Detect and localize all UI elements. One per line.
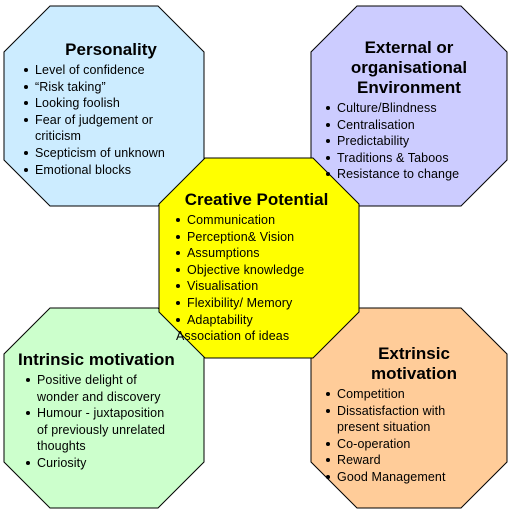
list-item: Scepticism of unknown: [22, 145, 200, 162]
personality-panel: Personality Level of confidence “Risk ta…: [22, 40, 200, 178]
list-item: Co-operation: [324, 436, 504, 453]
list-item: Flexibility/ Memory: [174, 295, 354, 312]
external-panel: External or organisational Environment C…: [324, 38, 494, 183]
intrinsic-list: Positive delight of wonder and discovery…: [24, 372, 202, 472]
list-item: Level of confidence: [22, 62, 200, 79]
extrinsic-panel: Extrinsic motivation Competition Dissati…: [324, 344, 504, 486]
list-item: Emotional blocks: [22, 162, 200, 179]
list-item: Culture/Blindness: [324, 100, 494, 117]
personality-list: Level of confidence “Risk taking” Lookin…: [22, 62, 200, 178]
list-item: Fear of judgement or criticism: [22, 112, 175, 145]
creative-list: Communication Perception& Vision Assumpt…: [174, 212, 354, 345]
list-item: Communication: [174, 212, 354, 229]
list-item: Good Management: [324, 469, 504, 486]
creative-title: Creative Potential: [184, 190, 329, 209]
list-item: Looking foolish: [22, 95, 200, 112]
list-item: Traditions & Taboos: [324, 150, 494, 167]
external-list: Culture/Blindness Centralisation Predict…: [324, 100, 494, 183]
list-item: Resistance to change: [324, 166, 494, 183]
personality-octagon: [3, 5, 205, 207]
extrinsic-title: Extrinsic motivation: [371, 344, 457, 383]
personality-title: Personality: [65, 40, 157, 59]
list-item: Dissatisfaction with present situation: [324, 403, 477, 436]
external-title: External or organisational Environment: [350, 38, 468, 97]
list-item: “Risk taking”: [22, 79, 200, 96]
list-item: Assumptions: [174, 245, 354, 262]
list-item: Objective knowledge: [174, 262, 354, 279]
intrinsic-title: Intrinsic motivation: [18, 350, 175, 369]
list-item: Reward: [324, 452, 504, 469]
list-item: Visualisation: [174, 278, 354, 295]
list-item: Competition: [324, 386, 504, 403]
list-item: Positive delight of wonder and discovery: [24, 372, 162, 405]
list-item: Association of ideas: [176, 329, 290, 344]
extrinsic-list: Competition Dissatisfaction with present…: [324, 386, 504, 486]
list-item: Curiosity: [24, 455, 202, 472]
list-item: Humour - juxtaposition of previously unr…: [24, 405, 177, 455]
list-item: Centralisation: [324, 117, 494, 134]
list-item: Perception& Vision: [174, 229, 354, 246]
list-item: Predictability: [324, 133, 494, 150]
list-item: Adaptability: [174, 312, 354, 329]
extrinsic-octagon: [310, 307, 508, 509]
external-octagon: [310, 5, 508, 207]
creative-panel: Creative Potential Communication Percept…: [174, 190, 354, 345]
intrinsic-panel: Intrinsic motivation Positive delight of…: [18, 350, 202, 472]
